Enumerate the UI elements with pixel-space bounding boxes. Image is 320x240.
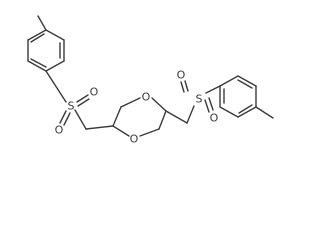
left-s-o-double-bond xyxy=(76,94,89,103)
right-ring-ch2-bond xyxy=(165,110,188,124)
right-s-ring-bond xyxy=(205,85,221,94)
right-s-o-double-bond xyxy=(180,81,185,93)
structural-formula: S O O O O S O O xyxy=(27,15,274,146)
left-s-ch2-bond xyxy=(74,109,87,130)
left-ring-to-s-bond xyxy=(45,70,67,103)
right-ch2-s-bond xyxy=(186,105,195,124)
right-tolyl-ring xyxy=(219,75,257,118)
atom-o-ring-bottom: O xyxy=(130,133,139,146)
atom-o-right-a: O xyxy=(177,69,186,82)
left-tolyl-ring xyxy=(27,29,65,72)
atom-s-left: S xyxy=(68,100,75,113)
atom-o-ring-top: O xyxy=(142,91,151,104)
left-methyl-bond xyxy=(37,15,47,31)
right-methyl-bond xyxy=(255,106,274,119)
right-s-o-double-bond-2 xyxy=(204,99,210,113)
atom-s-right: S xyxy=(196,93,203,106)
left-s-o-double-bond-2 xyxy=(59,110,67,124)
dioxane-ring xyxy=(112,97,167,137)
atom-o-left-b: O xyxy=(55,124,64,137)
atom-o-left-a: O xyxy=(90,86,99,99)
left-ch2-ring-bond xyxy=(85,125,114,130)
atom-o-right-b: O xyxy=(210,112,219,125)
